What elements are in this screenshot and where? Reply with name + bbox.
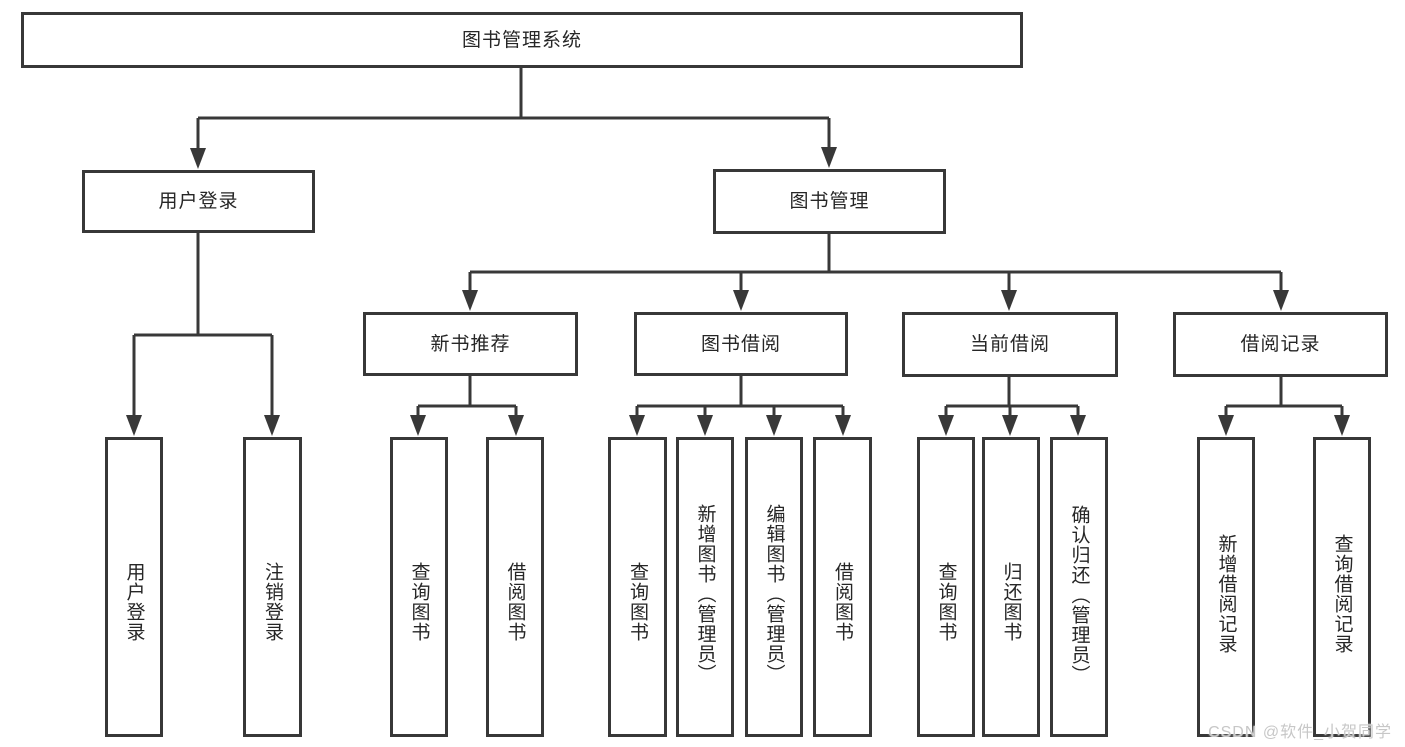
- node-label: 借阅记录: [1240, 334, 1321, 355]
- node-logout-action: 注销登录: [243, 437, 302, 737]
- node-label: 注销登录: [262, 562, 283, 642]
- node-label: 新增图书（管理员）: [694, 503, 716, 684]
- node-current-confirm-return-admin: 确认归还（管理员）: [1050, 437, 1108, 737]
- node-recommend-borrow-book: 借阅图书: [486, 437, 544, 737]
- node-book-management: 图书管理: [713, 169, 946, 234]
- node-current-query-book: 查询图书: [917, 437, 975, 737]
- node-borrow-records: 借阅记录: [1173, 312, 1388, 377]
- arrowhead: [190, 148, 206, 169]
- node-label: 当前借阅: [969, 334, 1050, 355]
- arrowhead: [462, 290, 478, 311]
- node-borrow-borrow-book: 借阅图书: [813, 437, 872, 737]
- arrowhead: [1273, 290, 1289, 311]
- node-recommend-query-book: 查询图书: [390, 437, 448, 737]
- arrowhead: [733, 290, 749, 311]
- node-library-system: 图书管理系统: [21, 12, 1023, 68]
- node-label: 新增借阅记录: [1215, 533, 1237, 654]
- node-label: 归还图书: [1000, 562, 1022, 642]
- arrowhead: [1001, 290, 1017, 311]
- node-label: 查询图书: [935, 562, 957, 642]
- arrowhead: [697, 415, 713, 436]
- node-new-book-recommend: 新书推荐: [363, 312, 578, 376]
- arrowhead: [410, 415, 426, 436]
- arrowhead: [1070, 415, 1086, 436]
- arrowhead: [821, 147, 837, 168]
- arrowhead: [508, 415, 524, 436]
- node-label: 查询图书: [408, 562, 430, 642]
- node-book-borrow: 图书借阅: [634, 312, 848, 376]
- node-label: 确认归还（管理员）: [1068, 505, 1090, 685]
- node-borrow-edit-book-admin: 编辑图书（管理员）: [745, 437, 803, 737]
- node-user-login: 用户登录: [82, 170, 315, 233]
- node-label: 用户登录: [123, 562, 145, 642]
- node-records-add-record: 新增借阅记录: [1197, 437, 1255, 737]
- node-label: 图书管理系统: [461, 29, 582, 51]
- node-records-query-record: 查询借阅记录: [1313, 437, 1371, 737]
- node-label: 用户登录: [158, 191, 239, 212]
- node-login-action: 用户登录: [105, 437, 163, 737]
- node-label: 新书推荐: [430, 333, 511, 355]
- node-borrow-query-book: 查询图书: [608, 437, 667, 737]
- arrowhead: [835, 415, 851, 436]
- node-label: 图书借阅: [700, 333, 781, 355]
- arrowhead: [1218, 415, 1234, 436]
- arrowhead: [766, 415, 782, 436]
- node-label: 图书管理: [789, 191, 870, 212]
- node-current-return-book: 归还图书: [982, 437, 1040, 737]
- csdn-watermark: CSDN @软件_小贺同学: [1208, 724, 1392, 741]
- node-label: 查询借阅记录: [1331, 533, 1353, 654]
- arrowhead: [264, 415, 280, 436]
- node-label: 借阅图书: [832, 562, 853, 642]
- node-label: 编辑图书（管理员）: [763, 503, 785, 684]
- node-current-borrow: 当前借阅: [902, 312, 1118, 377]
- arrowhead: [1334, 415, 1350, 436]
- arrowhead: [126, 415, 142, 436]
- arrowhead: [938, 415, 954, 436]
- arrowhead: [629, 415, 645, 436]
- node-label: 查询图书: [627, 562, 648, 642]
- node-borrow-add-book-admin: 新增图书（管理员）: [676, 437, 734, 737]
- arrowhead: [1002, 415, 1018, 436]
- node-label: 借阅图书: [504, 562, 526, 642]
